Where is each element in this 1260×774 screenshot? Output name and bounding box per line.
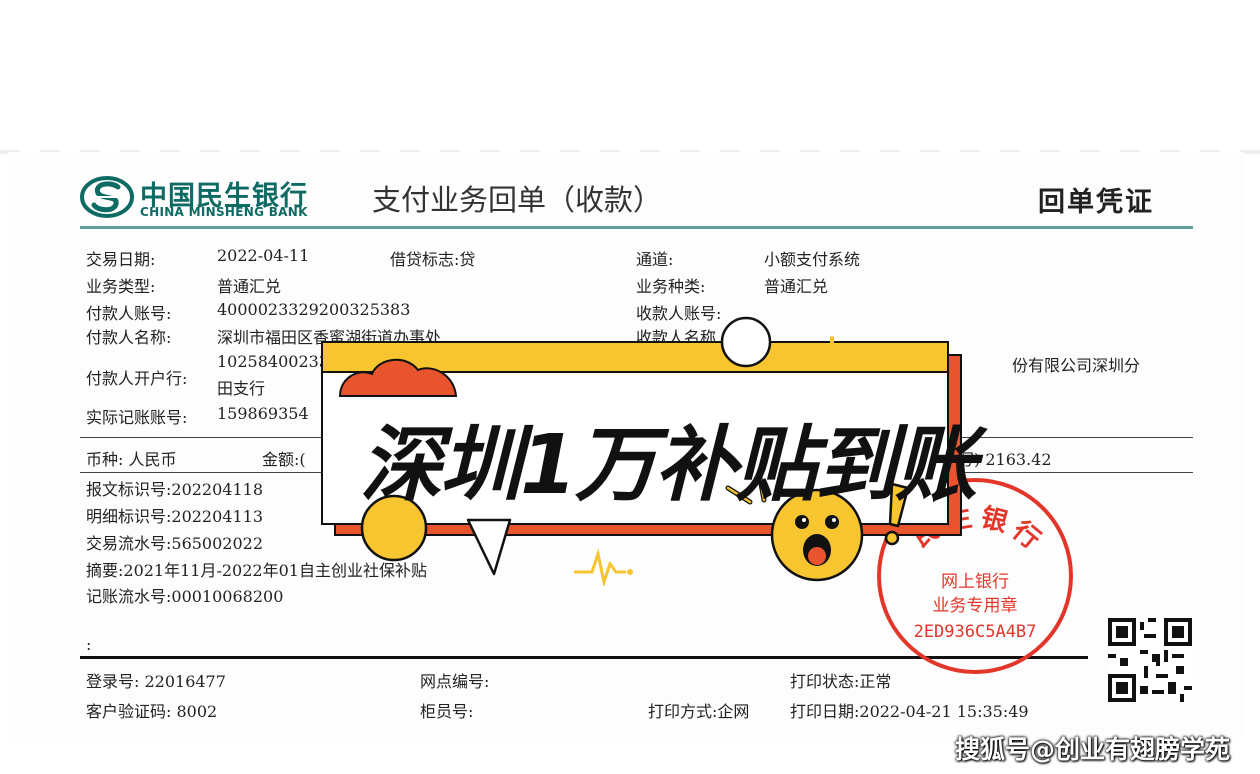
stamp-line2: 业务专用章	[933, 596, 1018, 616]
branch-number: 网点编号:	[420, 672, 490, 691]
speech-tail-icon	[466, 516, 512, 576]
heartbeat-line-icon	[574, 548, 633, 586]
orange-cloud-icon	[338, 358, 458, 397]
biz-type-value: 普通汇兑	[217, 277, 282, 296]
payee-account-label: 收款人账号:	[636, 304, 722, 323]
book-serial: 记账流水号:00010068200	[86, 587, 284, 606]
payer-bank-line1: 10258400233	[217, 352, 329, 371]
channel-label: 通道:	[636, 250, 674, 269]
stamp-line1: 网上银行	[941, 572, 1009, 592]
white-dot-icon	[720, 316, 772, 368]
exclamation-icon	[884, 482, 910, 546]
yellow-tick-icon	[830, 336, 834, 356]
burst-lines-icon	[725, 475, 767, 505]
official-stamp: 民生银行 网上银行 业务专用章 2ED936C5A4B7	[872, 478, 1078, 678]
login-number: 登录号: 22016477	[86, 672, 226, 691]
trade-date-value: 2022-04-11	[217, 246, 310, 265]
real-account-value: 159869354	[217, 404, 309, 423]
qr-code	[1108, 618, 1192, 706]
trade-serial: 交易流水号:565002022	[86, 534, 264, 553]
payer-name-label: 付款人名称:	[86, 328, 172, 347]
amount-figure: 写) 2163.42	[958, 450, 1052, 469]
biz-kind-label: 业务种类:	[636, 277, 706, 296]
detail-id: 明细标识号:202204113	[86, 507, 264, 526]
payer-account-value: 4000023329200325383	[217, 300, 411, 319]
stamp-code: 2ED936C5A4B7	[914, 622, 1037, 642]
minsheng-logo-icon	[80, 175, 134, 223]
biz-type-label: 业务类型:	[86, 277, 156, 296]
debit-credit-flag: 借贷标志:贷	[390, 250, 476, 269]
message-id: 报文标识号:202204118	[86, 480, 264, 499]
payer-bank-label: 付款人开户行:	[86, 369, 188, 388]
bank-name-cn: 中国民生银行	[140, 181, 308, 212]
yellow-ball-icon	[360, 494, 428, 562]
source-watermark: 搜狐号@创业有翅膀学苑	[954, 735, 1230, 764]
bank-name-en: CHINA MINSHENG BANK	[140, 205, 308, 219]
payee-bank-fragment: 份有限公司深圳分	[1012, 356, 1141, 375]
surprised-emoji-icon	[770, 488, 864, 582]
payer-bank-line2: 田支行	[217, 379, 266, 398]
verify-code: 客户验证码: 8002	[86, 702, 218, 721]
voucher-label: 回单凭证	[1038, 187, 1154, 218]
print-date: 打印日期:2022-04-21 15:35:49	[790, 702, 1029, 721]
currency-field: 币种: 人民币	[86, 450, 177, 469]
payer-account-label: 付款人账号:	[86, 304, 172, 323]
channel-value: 小额支付系统	[764, 250, 861, 269]
summary: 摘要:2021年11月-2022年01自主创业社保补贴	[86, 561, 427, 580]
document-title: 支付业务回单（收款）	[372, 183, 663, 217]
print-method: 打印方式:企网	[648, 702, 750, 721]
footer-divider	[80, 656, 1088, 659]
trade-date-label: 交易日期:	[86, 250, 156, 269]
biz-kind-value: 普通汇兑	[764, 277, 829, 296]
print-status: 打印状态:正常	[790, 672, 892, 691]
headline-text: 深圳1万补贴到账	[360, 418, 977, 513]
amount-label: 金额:(	[262, 450, 306, 469]
colon-mark: :	[86, 635, 92, 654]
teller-number: 柜员号:	[420, 702, 474, 721]
real-account-label: 实际记账账号:	[86, 408, 188, 427]
header-divider	[80, 226, 1193, 229]
